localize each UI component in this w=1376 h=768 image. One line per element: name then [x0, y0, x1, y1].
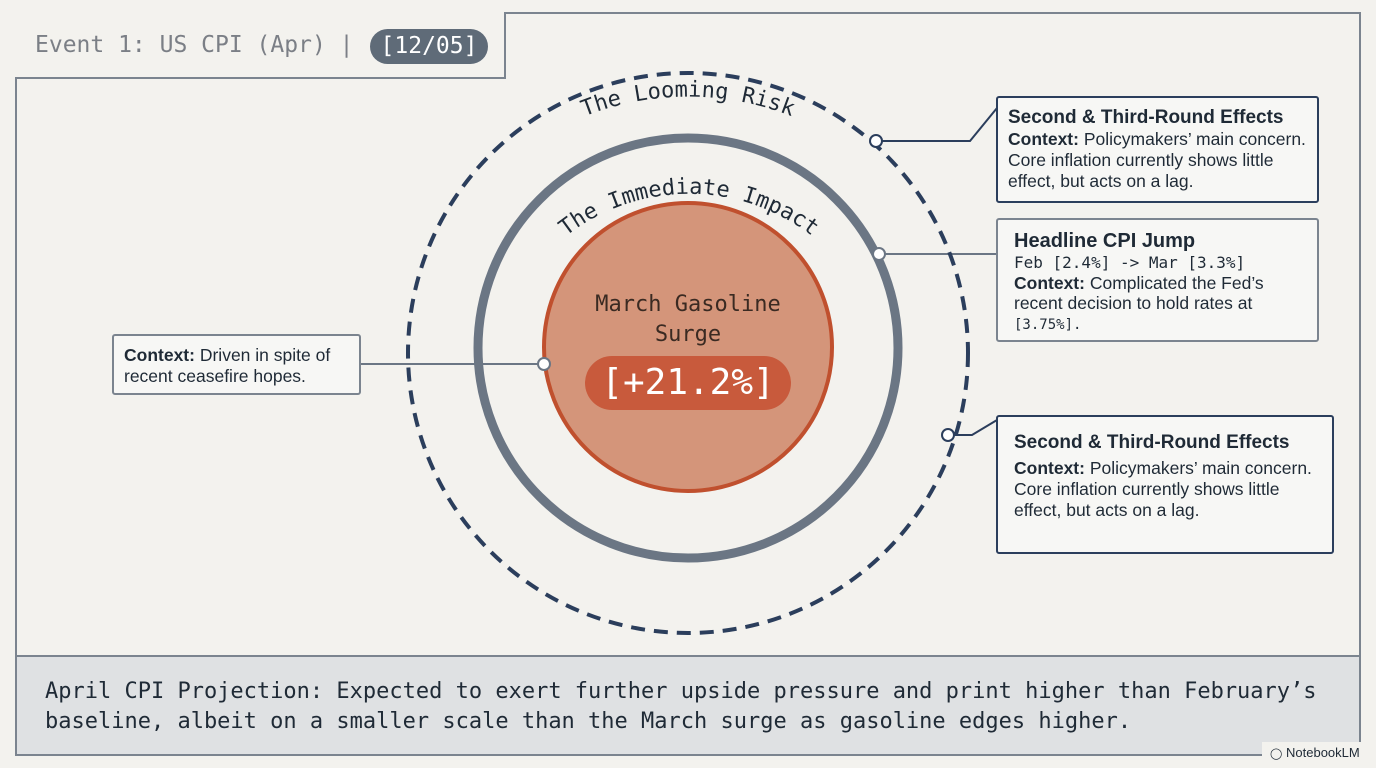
context-label: Context: [1014, 273, 1085, 293]
projection-text: April CPI Projection: Expected to exert … [45, 679, 1317, 734]
context-text: Driven in spite of recent ceasefire hope… [124, 345, 331, 386]
core-circle [542, 201, 834, 493]
connector-bottom-right [948, 419, 998, 436]
projection-footer: April CPI Projection: Expected to exert … [15, 655, 1361, 756]
context-label: Context: [1014, 458, 1085, 478]
connector-dot-bottom-right [941, 428, 955, 442]
notebooklm-logo-icon: ◯ [1270, 748, 1283, 760]
callout-left: Context: Driven in spite of recent cease… [112, 334, 361, 395]
context-text: Policymakers’ main concern. Core inflati… [1014, 458, 1312, 520]
callout-middle-right: Headline CPI Jump Feb [2.4%] -> Mar [3.3… [996, 218, 1319, 342]
context-text: Complicated the Fed’s recent decision to… [1014, 273, 1264, 313]
core-label: March Gasoline Surge [595, 292, 781, 347]
context-label: Context: [1008, 129, 1079, 149]
brand-name: NotebookLM [1286, 745, 1360, 760]
connector-dot-top-right [869, 134, 883, 148]
callout-heading: Headline CPI Jump [1014, 230, 1196, 252]
context-text: Policymakers’ main concern. Core inflati… [1008, 129, 1306, 191]
callout-heading: Second & Third-Round Effects [1014, 432, 1290, 453]
callout-bottom-right: Second & Third-Round Effects Context: Po… [996, 415, 1334, 554]
core-value-badge: [+21.2%] [585, 356, 791, 410]
connector-dot-left [537, 357, 551, 371]
connector-top-right [876, 107, 998, 142]
outer-ring-label: The Looming Risk [578, 78, 798, 122]
event-title: Event 1: US CPI (Apr) | [35, 32, 354, 58]
date-badge: [12/05] [370, 29, 488, 64]
connector-dot-middle-right [872, 247, 886, 261]
brand-badge: ◯NotebookLM [1262, 742, 1374, 764]
outer-ring-looming-risk [406, 71, 970, 635]
cpi-data-line: Feb [2.4%] -> Mar [3.3%] [1014, 253, 1246, 272]
middle-ring-immediate-impact [473, 133, 903, 563]
context-label: Context: [124, 345, 195, 365]
callout-heading: Second & Third-Round Effects [1008, 107, 1284, 128]
callout-top-right: Second & Third-Round Effects Context: Po… [996, 96, 1319, 203]
rate-value: [3.75%]. [1014, 317, 1082, 333]
